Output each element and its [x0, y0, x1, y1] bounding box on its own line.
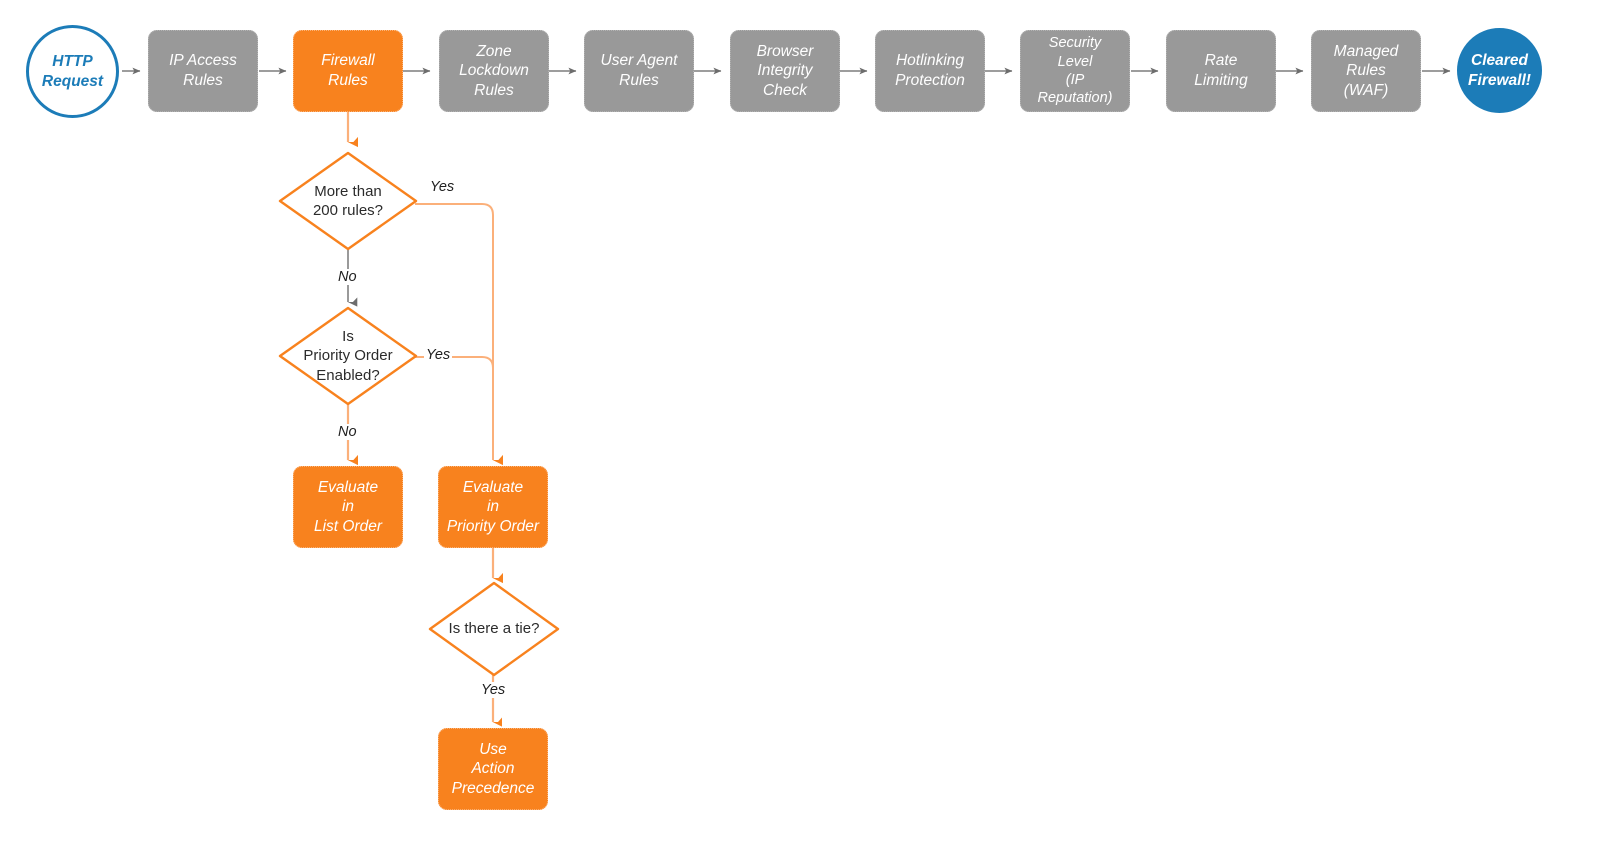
decision-is-there-a-tie[interactable]: Is there a tie?: [428, 581, 560, 677]
node-label: IP Access Rules: [169, 52, 237, 89]
edge-label-priority-yes: Yes: [424, 347, 453, 363]
node-label: Cleared Firewall!: [1468, 52, 1531, 89]
node-http-request[interactable]: HTTP Request: [26, 25, 119, 118]
node-ip-access-rules[interactable]: IP Access Rules: [148, 30, 258, 112]
decision-priority-order-enabled[interactable]: Is Priority Order Enabled?: [278, 306, 418, 406]
node-label: Evaluate in List Order: [313, 478, 383, 535]
decision-more-than-200-rules[interactable]: More than 200 rules?: [278, 151, 418, 251]
decision-label: Is Priority Order Enabled?: [303, 327, 393, 384]
diamond-shape: [428, 581, 560, 677]
node-label: Hotlinking Protection: [895, 52, 965, 89]
diamond-shape: [278, 151, 418, 251]
decision-label: Is there a tie?: [448, 620, 540, 638]
edge-rulescount-yes: [415, 203, 503, 466]
diamond-shape: [278, 306, 418, 406]
edge-label-rulescount-no: No: [336, 269, 359, 285]
edge-priority-yes: [415, 356, 494, 400]
node-hotlinking-protection[interactable]: Hotlinking Protection: [875, 30, 985, 112]
decision-label: More than 200 rules?: [312, 182, 384, 220]
node-label: Security Level (IP Reputation): [1037, 35, 1113, 107]
node-label: Browser Integrity Check: [756, 42, 814, 99]
edge-label-rulescount-yes: Yes: [428, 179, 457, 195]
node-label: User Agent Rules: [600, 52, 678, 89]
node-firewall-rules[interactable]: Firewall Rules: [293, 30, 403, 112]
node-label: Rate Limiting: [1194, 52, 1248, 89]
node-browser-integrity-check[interactable]: Browser Integrity Check: [730, 30, 840, 112]
node-security-level[interactable]: Security Level (IP Reputation): [1020, 30, 1130, 112]
node-label: HTTP Request: [41, 53, 104, 90]
node-evaluate-in-priority-order[interactable]: Evaluate in Priority Order: [438, 466, 548, 548]
node-use-action-precedence[interactable]: Use Action Precedence: [438, 728, 548, 810]
node-evaluate-in-list-order[interactable]: Evaluate in List Order: [293, 466, 403, 548]
edge-label-tie-yes: Yes: [479, 682, 508, 698]
node-label: Zone Lockdown Rules: [459, 42, 529, 99]
node-label: Managed Rules (WAF): [1333, 42, 1399, 99]
node-zone-lockdown-rules[interactable]: Zone Lockdown Rules: [439, 30, 549, 112]
node-label: Firewall Rules: [321, 52, 375, 89]
node-user-agent-rules[interactable]: User Agent Rules: [584, 30, 694, 112]
node-label: Use Action Precedence: [451, 740, 535, 797]
node-cleared-firewall[interactable]: Cleared Firewall!: [1457, 28, 1542, 113]
node-label: Evaluate in Priority Order: [446, 478, 540, 535]
node-rate-limiting[interactable]: Rate Limiting: [1166, 30, 1276, 112]
node-managed-rules-waf[interactable]: Managed Rules (WAF): [1311, 30, 1421, 112]
edge-label-priority-no: No: [336, 424, 359, 440]
